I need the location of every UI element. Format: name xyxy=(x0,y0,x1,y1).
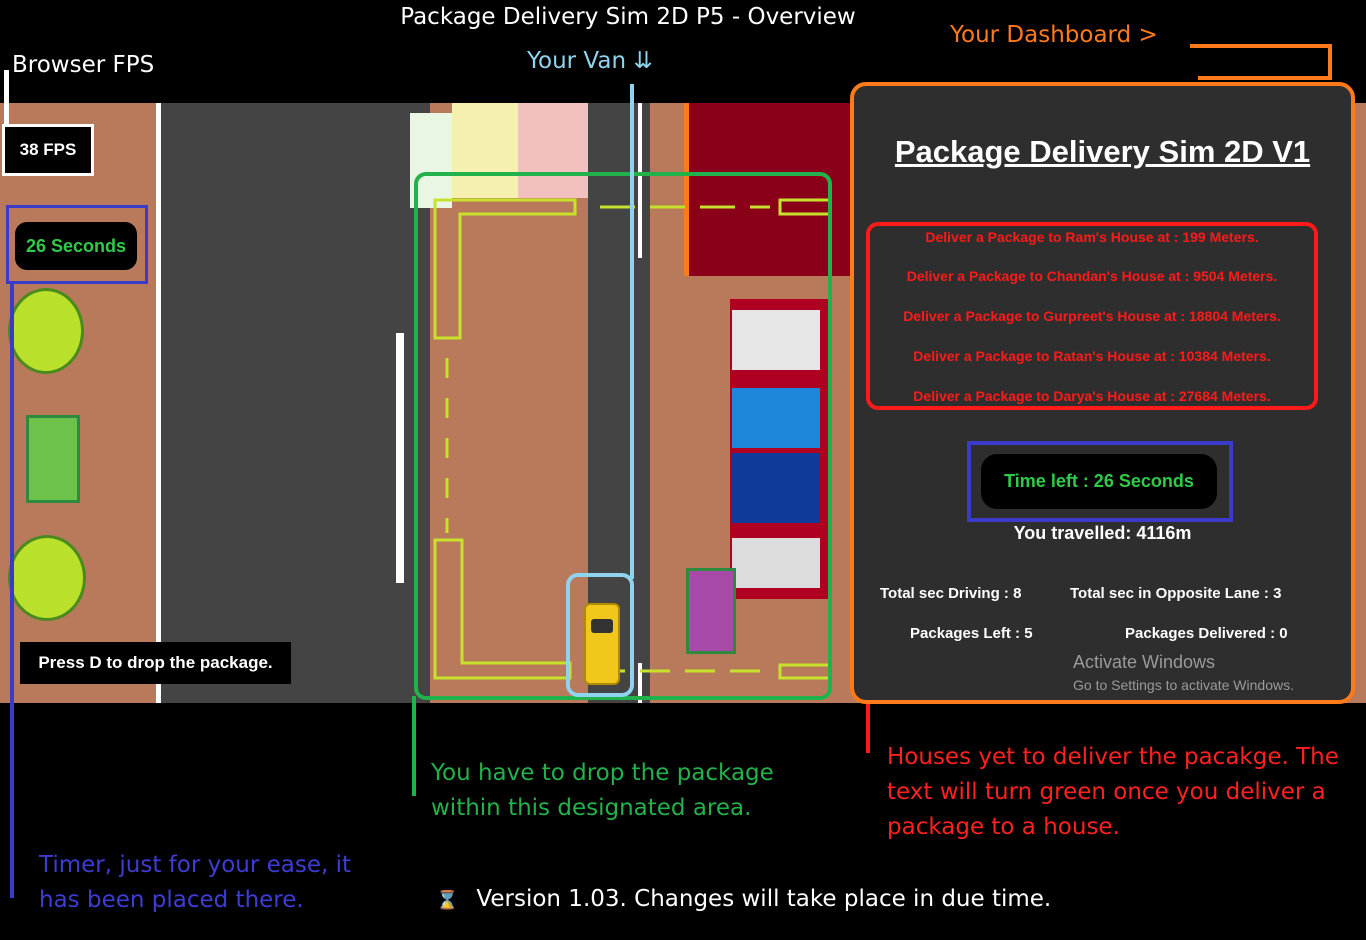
tree-icon xyxy=(8,288,84,374)
delivery-item: Deliver a Package to Ratan's House at : … xyxy=(913,348,1271,364)
delivery-item: Deliver a Package to Gurpreet's House at… xyxy=(903,308,1281,324)
drop-area-connector xyxy=(412,696,416,796)
windows-activation-hint: Go to Settings to activate Windows. xyxy=(1073,677,1294,693)
dashboard-connector xyxy=(1190,44,1332,80)
time-left-frame: Time left : 26 Seconds xyxy=(967,441,1233,522)
house-yellow xyxy=(452,103,518,198)
packages-delivered-stat: Packages Delivered : 0 xyxy=(1125,625,1288,642)
opposite-lane-stat: Total sec in Opposite Lane : 3 xyxy=(1070,585,1282,602)
right-road-line xyxy=(638,103,642,258)
your-dashboard-label: Your Dashboard > xyxy=(950,22,1158,48)
dashboard-title: Package Delivery Sim 2D V1 xyxy=(894,134,1311,169)
version-text: Version 1.03. Changes will take place in… xyxy=(476,886,1052,912)
drop-area-frame xyxy=(414,172,832,700)
browser-fps-label: Browser FPS xyxy=(12,52,155,78)
your-van-label: Your Van ⇊ xyxy=(527,48,653,74)
left-road xyxy=(156,103,430,703)
delivery-item: Deliver a Package to Darya's House at : … xyxy=(913,388,1271,404)
purple-house xyxy=(686,568,736,654)
left-road-center-dash xyxy=(396,333,404,583)
packages-left-stat: Packages Left : 5 xyxy=(910,625,1033,642)
building-window-dark xyxy=(732,453,820,523)
version-line: ⌛ Version 1.03. Changes will take place i… xyxy=(436,886,1051,912)
drop-package-hint: Press D to drop the package. xyxy=(20,642,291,684)
dashboard-panel xyxy=(850,82,1355,704)
timer-display: 26 Seconds xyxy=(15,222,137,270)
delivery-item: Deliver a Package to Chandan's House at … xyxy=(906,268,1278,284)
building-window-blue xyxy=(732,388,820,448)
building-roof-top xyxy=(732,310,820,370)
fps-counter-box: 38 FPS xyxy=(2,124,94,176)
distance-travelled: You travelled: 4116m xyxy=(1013,523,1192,543)
red-building xyxy=(684,103,850,276)
time-left-display: Time left : 26 Seconds xyxy=(981,454,1217,509)
left-road-edge-line xyxy=(156,103,161,703)
houses-note: Houses yet to deliver the pacakge. The t… xyxy=(887,744,1339,840)
van-frame xyxy=(566,573,634,697)
total-driving-stat: Total sec Driving : 8 xyxy=(880,585,1022,602)
delivery-van xyxy=(584,603,620,685)
deliveries-frame xyxy=(866,222,1318,410)
delivery-item: Deliver a Package to Ram's House at : 19… xyxy=(925,229,1259,245)
tree-icon xyxy=(8,535,86,621)
overview-title: Package Delivery Sim 2D P5 - Overview xyxy=(400,4,856,30)
fps-counter: 38 FPS xyxy=(11,135,85,165)
timer-frame: 26 Seconds xyxy=(6,205,148,284)
hourglass-icon: ⌛ xyxy=(436,890,459,911)
timer-connector xyxy=(10,284,14,898)
building-roof-bottom xyxy=(732,538,820,588)
browser-fps-bracket xyxy=(4,70,9,130)
right-road-line-lower xyxy=(638,663,642,703)
drop-area-note: You have to drop the package within this… xyxy=(431,760,774,821)
van-connector xyxy=(630,84,634,579)
hedge xyxy=(26,415,80,503)
house-pink xyxy=(518,103,588,198)
van-windshield xyxy=(591,619,613,633)
timer-note: Timer, just for your ease, it has been p… xyxy=(39,852,352,913)
windows-activation-title: Activate Windows xyxy=(1073,652,1216,672)
